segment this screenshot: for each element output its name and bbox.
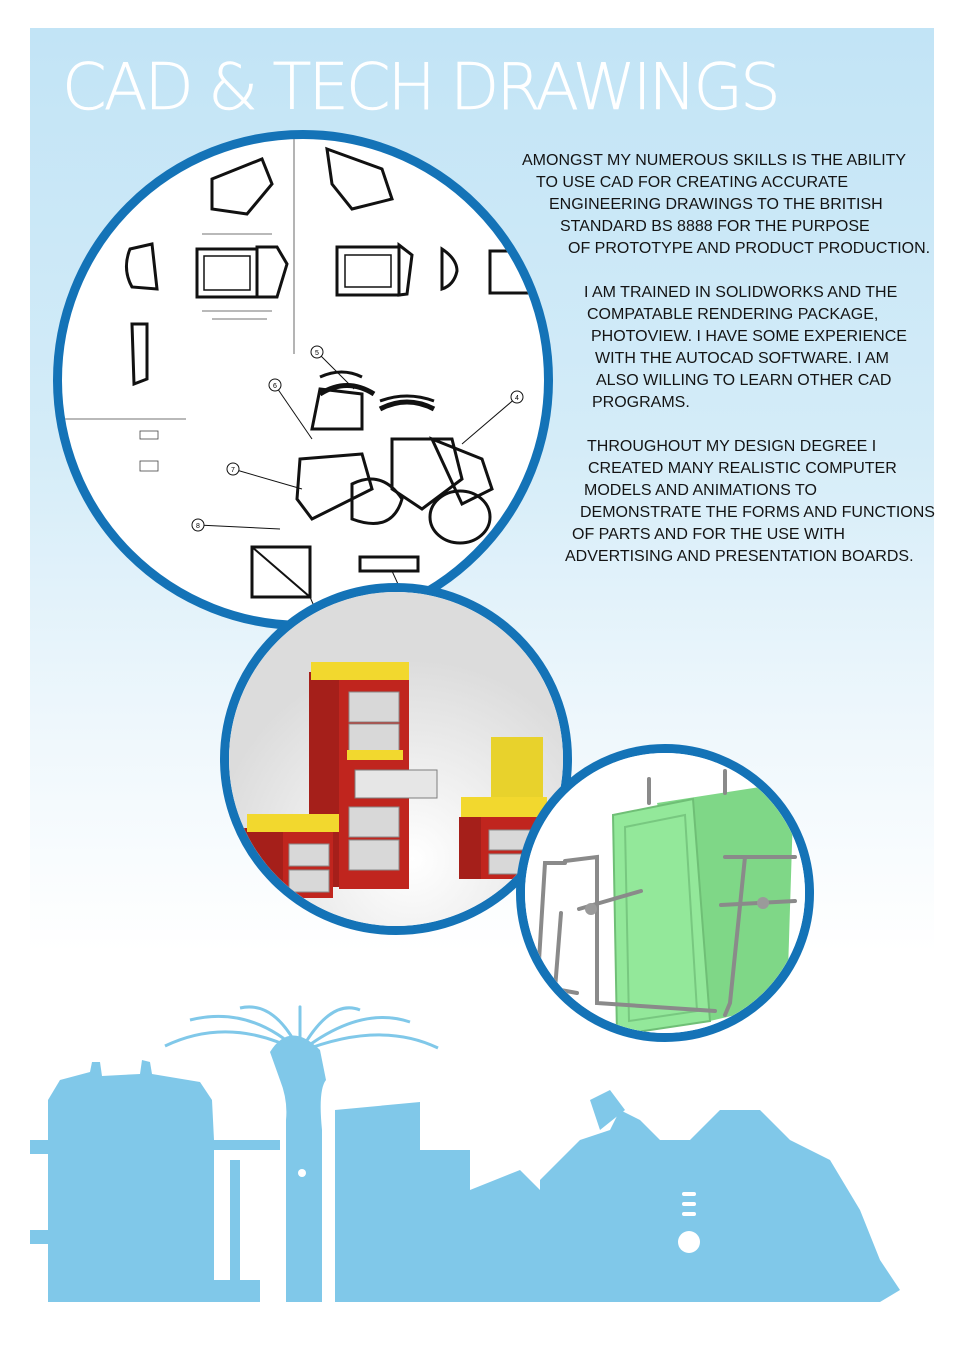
text-line: PHOTOVIEW. I HAVE SOME EXPERIENCE xyxy=(591,328,907,345)
text-line: WITH THE AUTOCAD SOFTWARE. I AM xyxy=(595,350,889,367)
text-line: STANDARD BS 8888 FOR THE PURPOSE xyxy=(560,218,870,235)
text-line: AMONGST MY NUMEROUS SKILLS IS THE ABILIT… xyxy=(522,152,907,169)
green-hopper-render-image xyxy=(516,744,814,1042)
text-line: OF PROTOTYPE AND PRODUCT PRODUCTION. xyxy=(568,240,931,257)
green-hopper-render-svg xyxy=(525,753,805,1033)
callout-label: 4 xyxy=(515,395,519,402)
engineering-drawing-image: 5 6 4 7 8 xyxy=(53,130,553,630)
text-line: CREATED MANY REALISTIC COMPUTER xyxy=(588,460,897,477)
page-title: CAD & TECH DRAWINGS xyxy=(62,51,781,125)
text-line: COMPATABLE RENDERING PACKAGE, xyxy=(587,306,879,323)
text-line: THROUGHOUT MY DESIGN DEGREE I xyxy=(587,438,877,455)
furniture-render-svg xyxy=(229,592,563,926)
callout-label: 7 xyxy=(231,467,235,474)
text-line: DEMONSTRATE THE FORMS AND FUNCTIONS xyxy=(580,504,935,521)
callout-label: 6 xyxy=(273,383,277,390)
drawing-callout-bubbles: 5 6 4 7 8 xyxy=(191,345,524,532)
text-line: ENGINEERING DRAWINGS TO THE BRITISH xyxy=(549,196,883,213)
text-line: TO USE CAD FOR CREATING ACCURATE xyxy=(536,174,849,191)
text-line: MODELS AND ANIMATIONS TO xyxy=(584,482,817,499)
text-line: I AM TRAINED IN SOLIDWORKS AND THE xyxy=(584,284,898,301)
callout-label: 5 xyxy=(315,350,319,357)
callout-label: 8 xyxy=(196,523,200,530)
product-silhouette-skyline xyxy=(30,1005,900,1302)
text-line: ALSO WILLING TO LEARN OTHER CAD xyxy=(596,372,892,389)
text-line: PROGRAMS. xyxy=(592,394,690,411)
text-line: ADVERTISING AND PRESENTATION BOARDS. xyxy=(565,548,914,565)
engineering-drawing-svg: 5 6 4 7 8 xyxy=(62,139,532,621)
text-line: OF PARTS AND FOR THE USE WITH xyxy=(572,526,845,543)
